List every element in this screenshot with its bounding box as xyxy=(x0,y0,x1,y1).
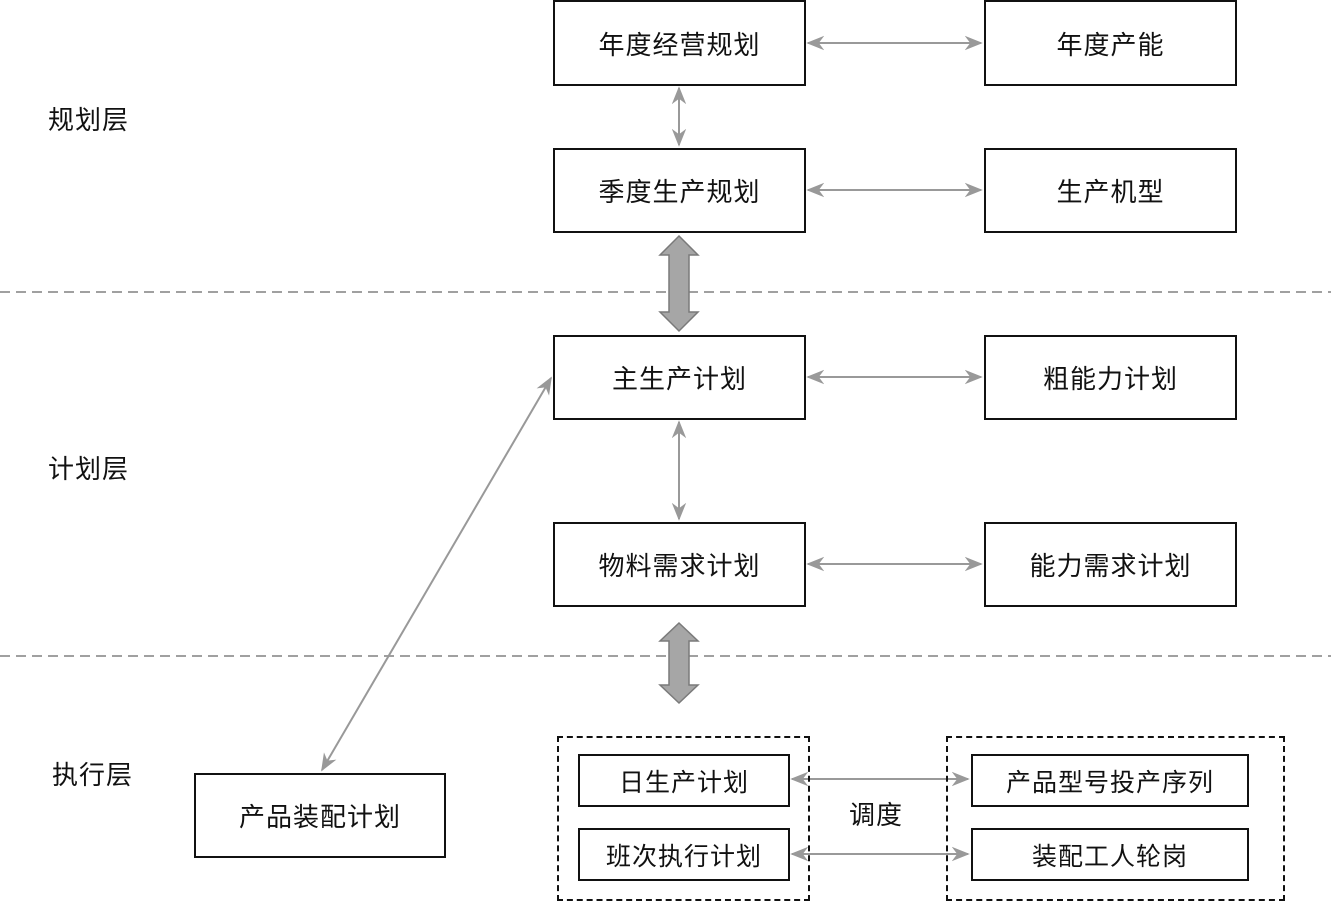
node-model-launch-sequence[interactable]: 产品型号投产序列 xyxy=(971,754,1249,807)
block-arrow-scheduling-execution xyxy=(658,621,700,705)
node-product-assembly-plan[interactable]: 产品装配计划 xyxy=(194,773,446,858)
group-dispatch-targets xyxy=(946,736,1285,901)
block-arrow-planning-scheduling xyxy=(658,234,700,333)
node-assembly-worker-rotation[interactable]: 装配工人轮岗 xyxy=(971,828,1249,881)
node-annual-business-plan[interactable]: 年度经营规划 xyxy=(553,0,806,86)
edge-label-dispatch: 调度 xyxy=(849,801,904,831)
node-rough-cut-capacity-plan[interactable]: 粗能力计划 xyxy=(984,335,1237,420)
layer-label-planning: 规划层 xyxy=(48,106,130,136)
layer-label-scheduling: 计划层 xyxy=(48,455,130,485)
layer-label-execution: 执行层 xyxy=(52,761,134,791)
node-quarterly-production-plan[interactable]: 季度生产规划 xyxy=(553,148,806,233)
node-material-requirements-plan[interactable]: 物料需求计划 xyxy=(553,522,806,607)
edge-mps-assembly xyxy=(321,376,552,772)
node-production-model[interactable]: 生产机型 xyxy=(984,148,1237,233)
node-capacity-requirements-plan[interactable]: 能力需求计划 xyxy=(984,522,1237,607)
node-annual-capacity[interactable]: 年度产能 xyxy=(984,0,1237,86)
group-production-plans xyxy=(557,736,810,901)
node-daily-production-plan[interactable]: 日生产计划 xyxy=(578,754,790,807)
node-master-production-schedule[interactable]: 主生产计划 xyxy=(553,335,806,420)
node-shift-execution-plan[interactable]: 班次执行计划 xyxy=(578,828,790,881)
